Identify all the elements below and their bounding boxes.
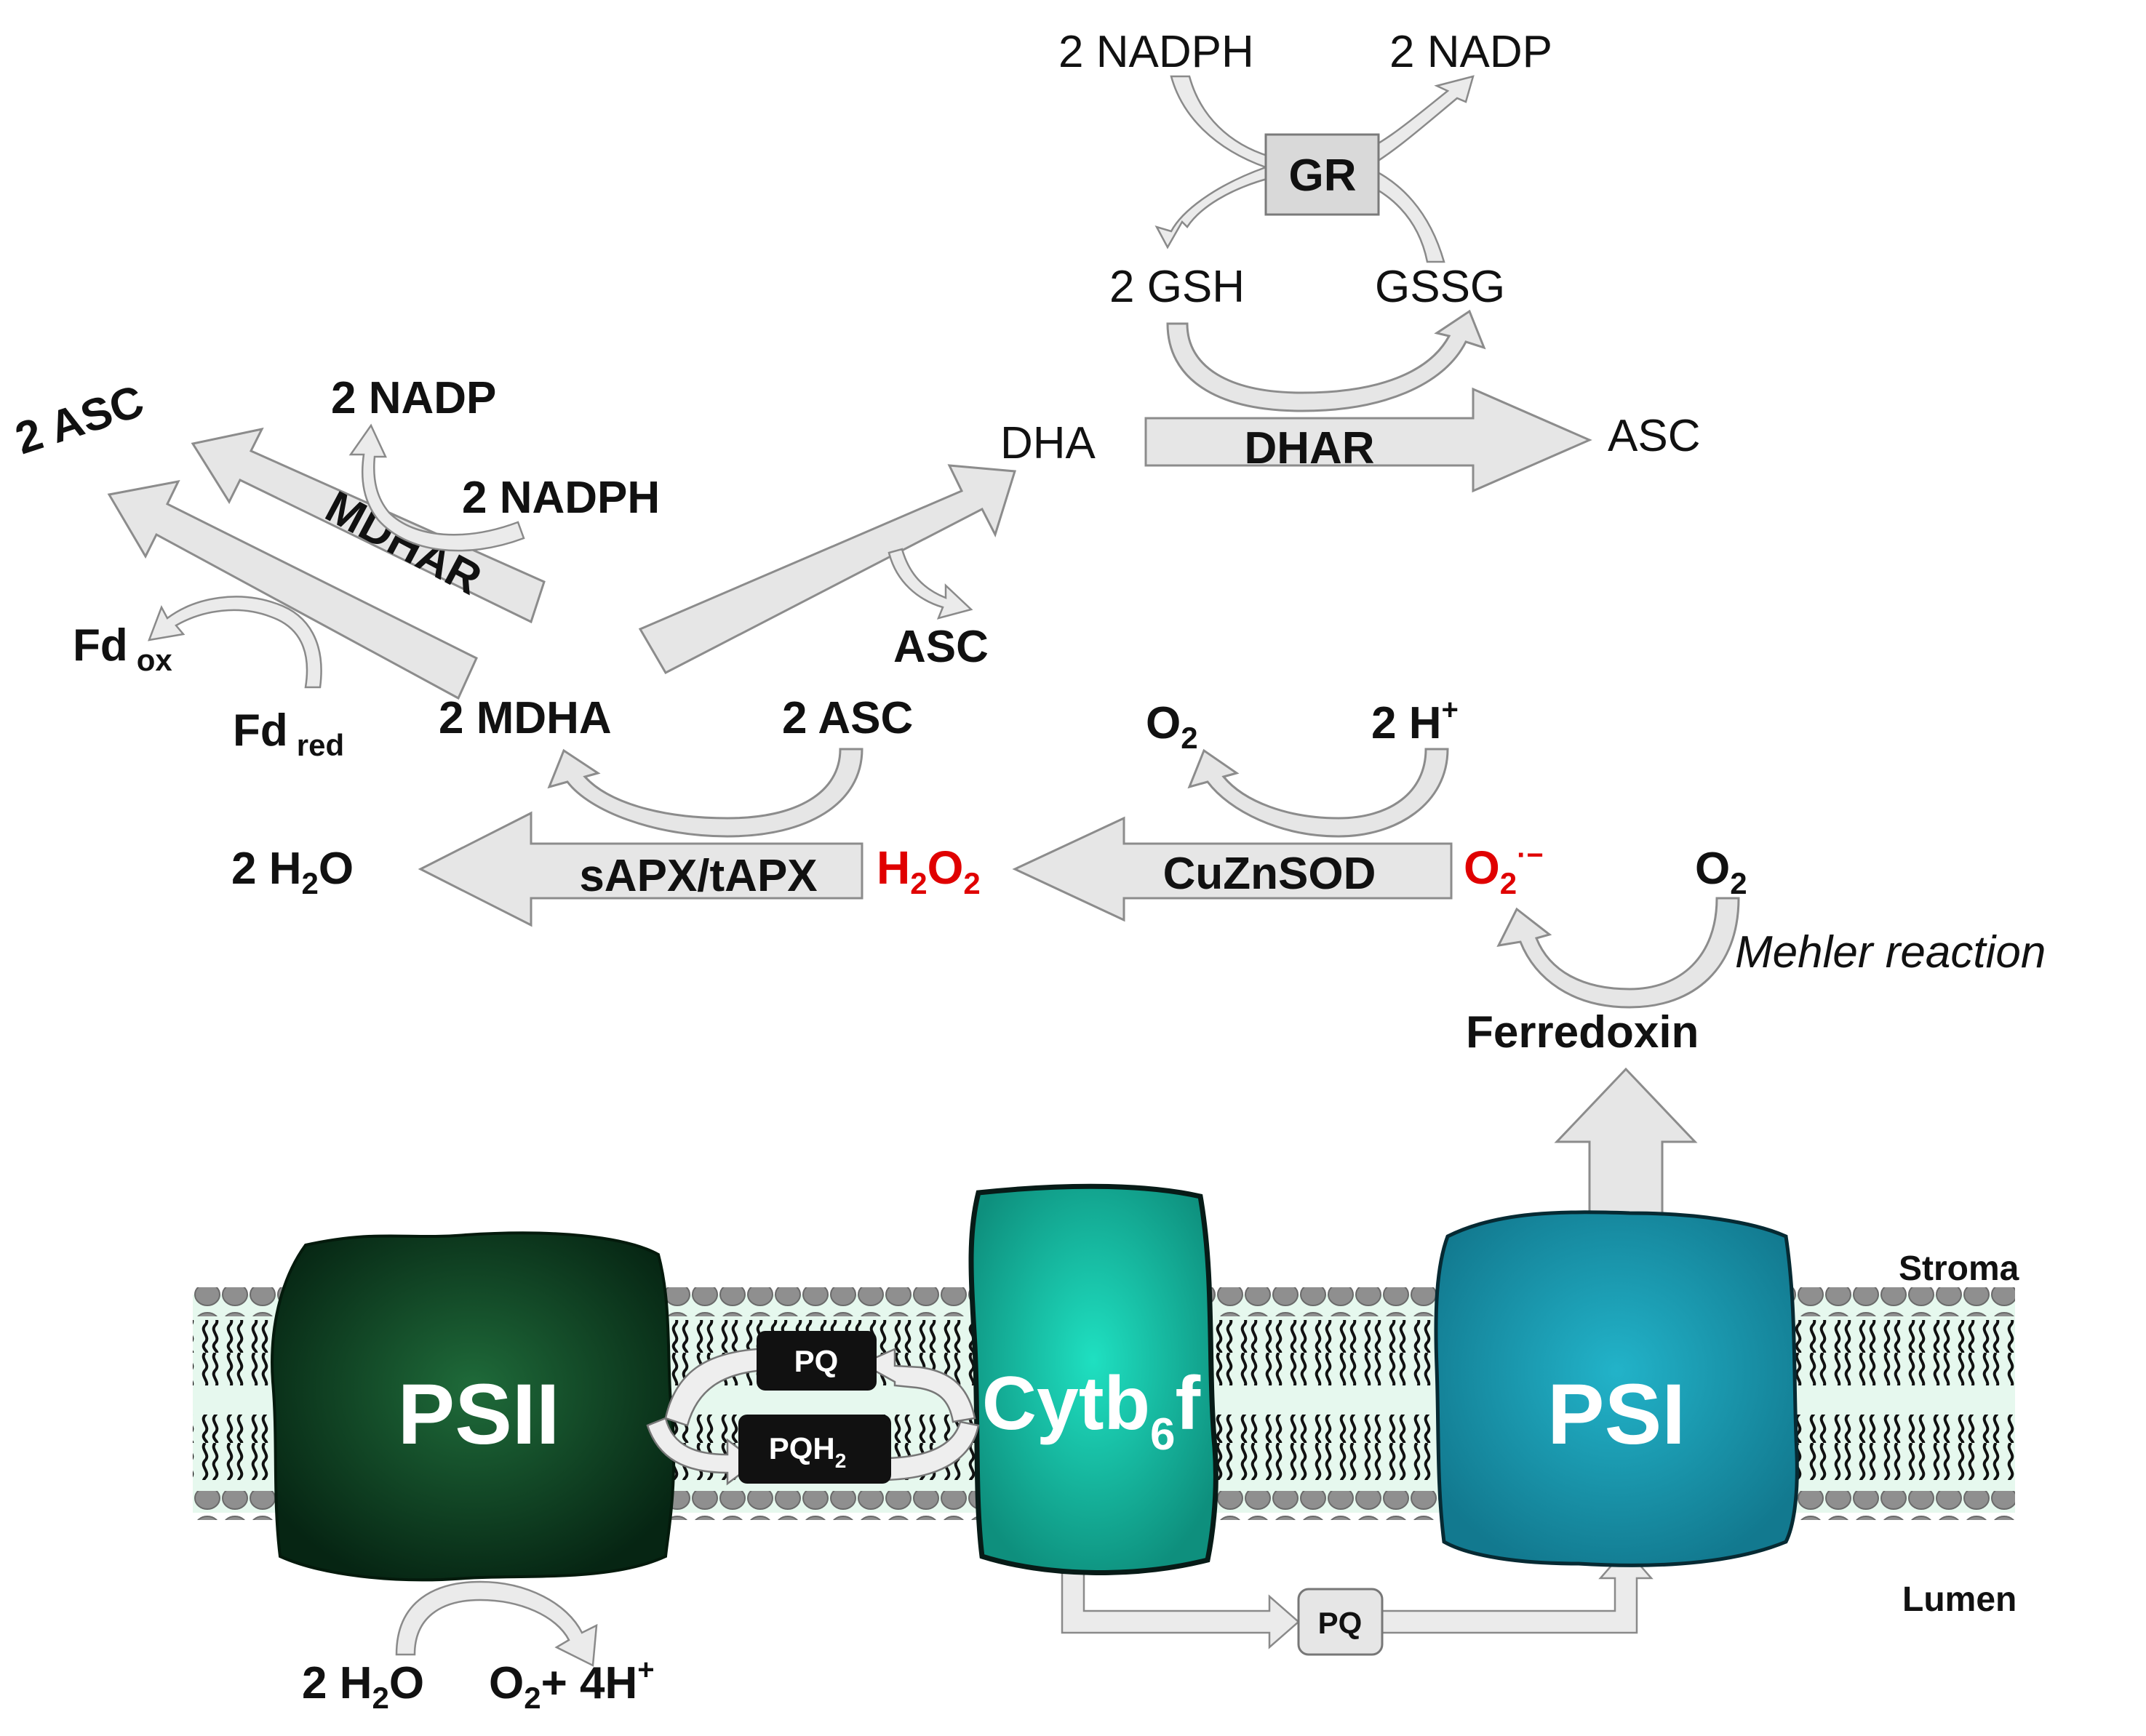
water-splitting-arrow xyxy=(395,1580,598,1667)
pq-box xyxy=(757,1331,877,1391)
o2-sod-label: O2 xyxy=(1146,698,1198,755)
lumen-pq-arrow xyxy=(1061,1559,1300,1649)
mdha-label: 2 MDHA xyxy=(439,693,612,743)
fd-side-arrow xyxy=(148,596,322,689)
asc-left-label: 2 ASC xyxy=(9,376,150,464)
lumen-pq-box xyxy=(1297,1588,1384,1656)
asc-mid-label: ASC xyxy=(893,622,989,672)
psi-to-ferredoxin-arrow xyxy=(1554,1067,1698,1223)
dha-asc-side-arrow xyxy=(887,548,973,620)
gr-nadph-arrow xyxy=(1154,75,1271,249)
o2-mehler-label: O2 xyxy=(1695,844,1747,900)
psii-products-label: O2+ 4H+ xyxy=(489,1654,655,1715)
mehler-reaction-label: Mehler reaction xyxy=(1735,927,2046,977)
apx-side-arrow xyxy=(547,748,863,838)
pqh2-label: PQH2 xyxy=(769,1431,847,1472)
gssg-label: GSSG xyxy=(1375,262,1505,312)
asc-apx-label: 2 ASC xyxy=(782,693,913,743)
cytb6f-label: Cytb6f xyxy=(982,1361,1201,1460)
mdha-to-dha-arrow xyxy=(638,464,1016,674)
gr-nadp-label: 2 NADP xyxy=(1389,27,1552,77)
mdhar-nadph-label: 2 NADPH xyxy=(462,473,660,523)
sod-side-arrow xyxy=(1187,748,1449,838)
ferredoxin-label: Ferredoxin xyxy=(1466,1007,1699,1057)
psi-complex xyxy=(1434,1210,1799,1567)
psii-complex xyxy=(271,1231,676,1582)
cuznsod-label: CuZnSOD xyxy=(1163,849,1376,899)
lumen-pq-label: PQ xyxy=(1318,1606,1363,1640)
pqh2-box xyxy=(738,1415,891,1484)
pq-cycle-bottom-arrow xyxy=(879,1420,980,1481)
gsh-label: 2 GSH xyxy=(1109,262,1245,312)
h2o2-label: H2O2 xyxy=(877,841,981,900)
lumen-label: Lumen xyxy=(1902,1580,2017,1619)
asc-right-label: ASC xyxy=(1608,411,1700,461)
dha-label: DHA xyxy=(1000,418,1096,468)
cytb6f-complex xyxy=(968,1183,1218,1575)
mdhar-nadph-arrow xyxy=(348,423,525,552)
dhar-arrow xyxy=(1144,387,1592,493)
psii-water-label: 2 H2O xyxy=(302,1658,424,1715)
mdhar-nadp-label: 2 NADP xyxy=(331,373,496,423)
dhar-side-arrow xyxy=(1166,309,1486,412)
water-product-label: 2 H2O xyxy=(231,844,354,900)
psi-label: PSI xyxy=(1547,1367,1686,1463)
fd-pathway-arrow xyxy=(107,479,478,700)
pq-cycle-lower-arrow xyxy=(646,1417,759,1486)
superoxide-label: O2·− xyxy=(1464,839,1544,900)
sapx-tapx-arrow xyxy=(418,811,863,927)
stroma-label: Stroma xyxy=(1899,1249,2019,1288)
gr-nadph-label: 2 NADPH xyxy=(1058,27,1254,77)
pq-label: PQ xyxy=(794,1344,839,1378)
protons-label: 2 H+ xyxy=(1371,694,1459,748)
gr-label: GR xyxy=(1289,151,1357,201)
psii-label: PSII xyxy=(398,1367,560,1463)
mehler-arrow xyxy=(1496,897,1740,1009)
dhar-label: DHAR xyxy=(1244,423,1374,473)
cuznsod-arrow xyxy=(1012,816,1453,922)
mdhar-arrow xyxy=(191,427,546,624)
sapx-tapx-label: sAPX/tAPX xyxy=(579,851,817,901)
gr-box xyxy=(1264,133,1380,216)
pq-cycle-right-arrow xyxy=(860,1348,976,1423)
